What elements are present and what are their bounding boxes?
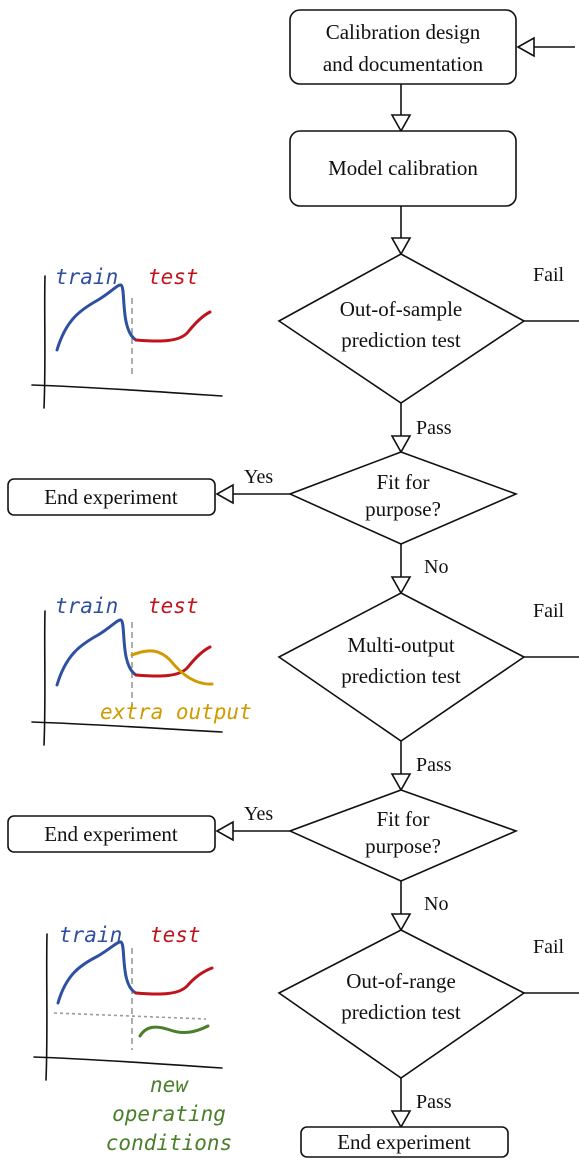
sketch-1-train-label: train (55, 265, 118, 289)
out-of-sample-label-line1: Out-of-sample (340, 297, 462, 321)
sketch-3-train-curve (56, 940, 138, 1005)
sketch-3-y-axis (45, 933, 48, 1081)
arrowhead-down (390, 114, 412, 133)
end-experiment-box-1[interactable]: End experiment (7, 478, 216, 516)
sketch-1-test-curve (134, 310, 212, 343)
fail-label-1: Fail (533, 264, 565, 286)
calibration-design-box[interactable]: Calibration design and documentation (289, 9, 517, 85)
sketch-3-test-label: test (150, 923, 201, 947)
arrowhead-down (390, 237, 412, 256)
end-experiment-box-3[interactable]: End experiment (300, 1126, 509, 1158)
sketch-3-new-label: new (150, 1073, 189, 1097)
end-experiment-1-label: End experiment (44, 485, 178, 509)
sketch-3-x-axis (33, 1056, 223, 1069)
no-label-1: No (424, 556, 448, 578)
fit-for-purpose-2-line2: purpose? (365, 834, 441, 858)
sketch-3-operating-label: operating (112, 1102, 226, 1126)
connector-lines (233, 46, 579, 1111)
pass-label-1: Pass (416, 417, 452, 439)
out-of-range-test-diamond[interactable]: Out-of-range prediction test (277, 929, 526, 1079)
arrowhead-down (390, 773, 412, 792)
end-experiment-2-label: End experiment (44, 822, 178, 846)
sketch-3-baseline (53, 1012, 207, 1020)
end-experiment-box-2[interactable]: End experiment (7, 815, 216, 853)
multi-output-label-line2: prediction test (341, 664, 461, 688)
fail-label-3: Fail (533, 936, 565, 958)
sketch-3-conditions-label: conditions (106, 1131, 232, 1155)
sketch-1-x-axis (31, 384, 223, 397)
out-of-range-label-line1: Out-of-range (346, 969, 456, 993)
sketch-3-train-label: train (59, 923, 122, 947)
out-of-range-label-line2: prediction test (341, 1000, 461, 1024)
sketch-2-extra-output-label: extra output (100, 700, 252, 724)
model-calibration-label: Model calibration (328, 156, 478, 180)
multi-output-test-diamond[interactable]: Multi-output prediction test (277, 592, 526, 742)
sketch-2-y-axis (43, 610, 46, 746)
fit-for-purpose-diamond-1[interactable]: Fit for purpose? (287, 451, 519, 545)
end-experiment-3-label: End experiment (337, 1130, 471, 1154)
yes-label-2: Yes (244, 803, 273, 825)
fit-for-purpose-1-line2: purpose? (365, 497, 441, 521)
arrowhead-left (215, 820, 234, 842)
no-label-2: No (424, 893, 448, 915)
sketch-2-test-label: test (148, 594, 199, 618)
fit-for-purpose-1-line1: Fit for (376, 470, 429, 494)
arrowhead-down (390, 435, 412, 454)
multi-output-label-line1: Multi-output (347, 633, 455, 657)
sketch-train-test: train test (31, 265, 223, 409)
fit-for-purpose-2-line1: Fit for (376, 807, 429, 831)
sketch-3-new-conditions-curve (138, 1024, 210, 1038)
out-of-sample-test-diamond[interactable]: Out-of-sample prediction test (277, 253, 526, 404)
yes-label-1: Yes (244, 466, 273, 488)
arrowheads (215, 36, 535, 1129)
pass-label-3: Pass (416, 1091, 452, 1113)
sketch-3-test-curve (134, 966, 214, 996)
sketch-2-x-axis (31, 721, 223, 733)
sketch-2-train-label: train (55, 594, 118, 618)
arrowhead-left (215, 483, 234, 505)
arrowhead-left (516, 36, 535, 58)
pass-label-2: Pass (416, 754, 452, 776)
sketch-2-test-curve (134, 645, 212, 678)
model-calibration-box[interactable]: Model calibration (289, 130, 517, 207)
arrowhead-down (390, 1110, 412, 1129)
sketch-2-extra-output-curve (130, 649, 214, 686)
arrowhead-down (390, 913, 412, 932)
sketch-2-train-curve (55, 618, 138, 687)
calibration-design-label-line1: Calibration design (326, 20, 481, 44)
sketch-1-train-curve (55, 283, 138, 352)
fail-label-2: Fail (533, 600, 565, 622)
sketch-1-test-label: test (148, 265, 199, 289)
sketch-extra-output: train test extra output (31, 594, 252, 746)
out-of-sample-label-line2: prediction test (341, 328, 461, 352)
sketch-new-conditions: train test new operating conditions (33, 923, 232, 1155)
arrowhead-down (390, 576, 412, 595)
sketch-1-y-axis (43, 275, 46, 409)
fit-for-purpose-diamond-2[interactable]: Fit for purpose? (287, 789, 519, 882)
calibration-design-label-line2: and documentation (323, 52, 484, 76)
